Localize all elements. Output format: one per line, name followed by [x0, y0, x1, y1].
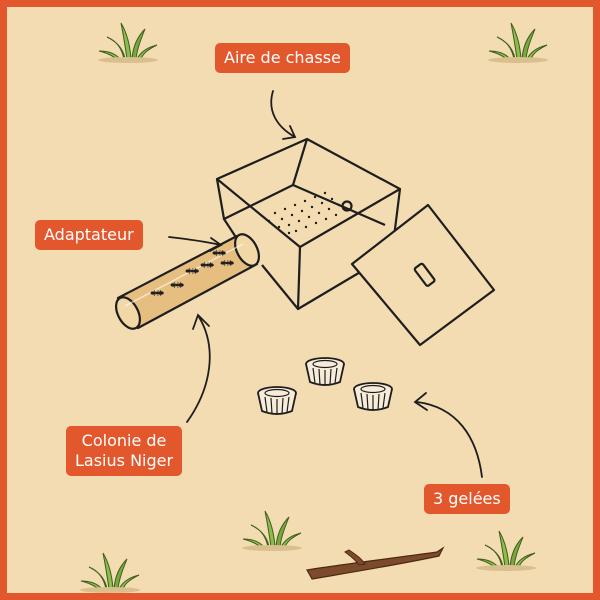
diagram-illustration	[79, 22, 549, 593]
stick-icon	[306, 546, 445, 580]
label-colony-line2: Lasius Niger	[75, 451, 174, 470]
grass-icon	[475, 530, 537, 572]
jelly-cup-icon	[257, 386, 297, 416]
label-adapter: Adaptateur	[35, 220, 143, 250]
jelly-cup-icon	[305, 357, 345, 387]
jelly-cup-icon	[353, 382, 393, 412]
label-hunting-area: Aire de chasse	[215, 43, 350, 73]
label-colony-line1: Colonie de	[81, 431, 167, 450]
arrow-jellies	[413, 392, 483, 478]
label-jellies: 3 gelées	[424, 484, 510, 514]
grass-icon	[487, 22, 549, 64]
grass-icon	[97, 22, 159, 64]
grass-icon	[79, 552, 141, 593]
arrow-hunting-area	[270, 90, 297, 140]
arrow-colony	[186, 313, 211, 423]
hunting-area-box	[215, 137, 402, 311]
ventilation-dots	[267, 191, 341, 235]
lid	[350, 203, 496, 347]
label-colony: Colonie de Lasius Niger	[66, 426, 183, 476]
arrow-adapter	[168, 236, 223, 252]
grass-icon	[241, 510, 303, 552]
